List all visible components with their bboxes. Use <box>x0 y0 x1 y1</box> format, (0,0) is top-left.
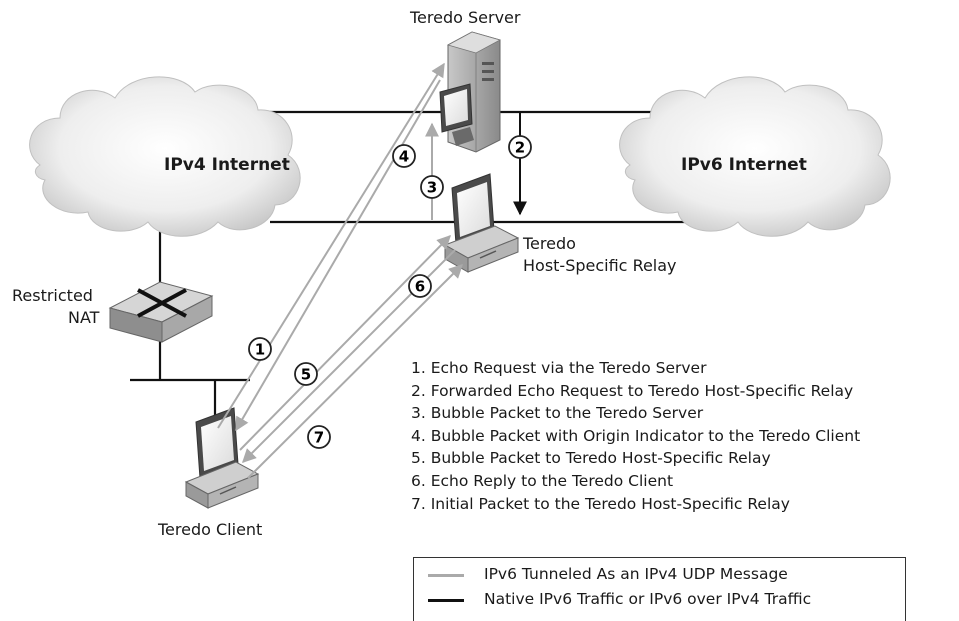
legend-swatch-tunnel <box>428 574 464 577</box>
step-item: 2. Forwarded Echo Request to Teredo Host… <box>411 381 854 400</box>
teredo-client-label: Teredo Client <box>158 520 263 539</box>
teredo-server-label: Teredo Server <box>410 8 521 27</box>
step-item: 3. Bubble Packet to the Teredo Server <box>411 404 704 423</box>
step-badge: 7 <box>307 425 331 449</box>
relay-label-line2: Host-Specific Relay <box>523 256 677 275</box>
step-item: 1. Echo Request via the Teredo Server <box>411 359 707 377</box>
ipv6-internet-label: IPv6 Internet <box>681 155 807 175</box>
ipv4-internet-label: IPv4 Internet <box>164 155 290 175</box>
svg-text:1: 1 <box>255 341 265 359</box>
arrow-step-7 <box>247 264 463 479</box>
step-badge: 3 <box>420 175 444 199</box>
step-badge: 1 <box>248 337 272 361</box>
svg-text:6: 6 <box>415 278 425 296</box>
legend-swatch-native <box>428 599 464 602</box>
legend-label: Native IPv6 Traffic or IPv6 over IPv4 Tr… <box>484 590 812 608</box>
step-item: 5. Bubble Packet to Teredo Host-Specific… <box>411 449 771 468</box>
ipv6-internet-cloud <box>619 76 891 237</box>
restricted-nat-icon <box>108 281 214 343</box>
legend-item: Native IPv6 Traffic or IPv6 over IPv4 Tr… <box>414 589 905 611</box>
relay-label-line1: Teredo <box>523 234 576 253</box>
ipv4-internet-cloud <box>29 76 301 237</box>
legend-label: IPv6 Tunneled As an IPv4 UDP Message <box>484 565 788 583</box>
step-list: 1. Echo Request via the Teredo Server 2.… <box>411 357 860 515</box>
step-badge: 4 <box>392 144 416 168</box>
step-item: 4. Bubble Packet with Origin Indicator t… <box>411 426 861 445</box>
step-badge: 5 <box>294 362 318 386</box>
tunnel-arrows <box>217 62 463 479</box>
nat-label-line1: Restricted <box>12 286 93 305</box>
teredo-server-icon <box>439 31 502 153</box>
nat-label-line2: NAT <box>68 308 100 327</box>
svg-text:7: 7 <box>314 429 324 447</box>
arrow-step-4 <box>235 79 441 432</box>
svg-text:4: 4 <box>399 148 409 166</box>
teredo-client-computer-icon <box>184 407 260 509</box>
arrow-step-5 <box>239 235 451 451</box>
step-item: 6. Echo Reply to the Teredo Client <box>411 471 674 490</box>
svg-text:2: 2 <box>515 139 525 157</box>
step-badge: 6 <box>408 274 432 298</box>
step-item: 7. Initial Packet to the Teredo Host-Spe… <box>411 494 790 513</box>
arrow-step-1 <box>217 62 445 429</box>
step-badge: 2 <box>508 135 532 159</box>
svg-text:5: 5 <box>301 366 311 384</box>
legend-box: IPv6 Tunneled As an IPv4 UDP Message Nat… <box>413 557 906 621</box>
legend-item: IPv6 Tunneled As an IPv4 UDP Message <box>414 564 905 586</box>
svg-text:3: 3 <box>427 179 437 197</box>
